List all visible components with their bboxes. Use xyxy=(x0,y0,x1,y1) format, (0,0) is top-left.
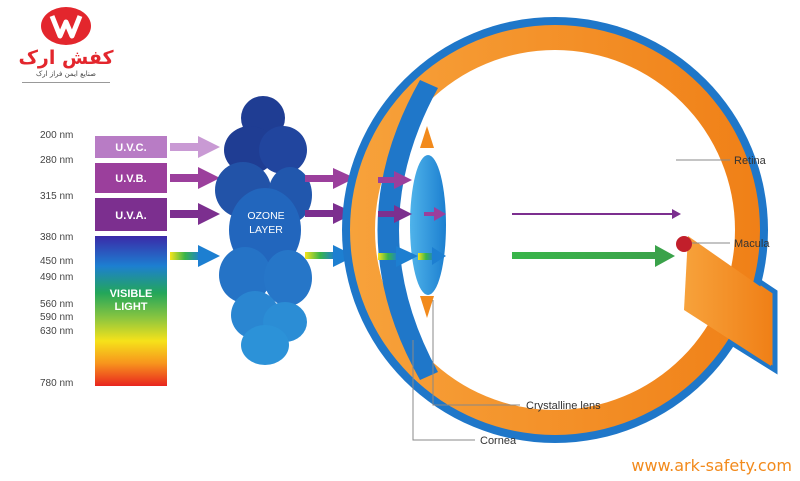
uva-ray-retina xyxy=(512,209,681,219)
cornea-label: Cornea xyxy=(480,435,517,447)
wavelength-label: 280 nm xyxy=(40,155,73,166)
wavelength-label: 490 nm xyxy=(40,272,73,283)
wavelength-label: 630 nm xyxy=(40,326,73,337)
brand-logo: کفش ارک صنایع ایمن فراز ارک xyxy=(10,6,122,86)
wavelength-label: 200 nm xyxy=(40,130,73,141)
macula-label: Macula xyxy=(734,238,770,250)
iris-arrow-up xyxy=(420,126,434,148)
uva-ray-cornea xyxy=(378,205,412,223)
uvb-ray-cornea xyxy=(378,171,412,189)
wavelength-label: 590 nm xyxy=(40,312,73,323)
uva-band-label: U.V.A. xyxy=(115,210,146,222)
wavelength-label: 560 nm xyxy=(40,299,73,310)
wavelength-label: 780 nm xyxy=(40,378,73,389)
wavelength-label: 315 nm xyxy=(40,191,73,202)
visible-ray-lens xyxy=(418,247,446,265)
brand-name: کفش ارک xyxy=(18,47,114,69)
brand-tagline: صنایع ایمن فراز ارک xyxy=(36,70,96,78)
uvb-band-label: U.V.B. xyxy=(115,173,146,185)
wavelength-label: 450 nm xyxy=(40,256,73,267)
wavelength-label: 380 nm xyxy=(40,232,73,243)
vitreous-body xyxy=(375,50,735,410)
ozone-label-line1: OZONE xyxy=(247,210,284,222)
visible-ray-cornea xyxy=(378,246,418,267)
visible-label-line1: VISIBLE xyxy=(110,288,153,300)
ozone-layer-cloud xyxy=(215,96,312,365)
cornea-leader-line xyxy=(412,340,475,441)
uva-arrow xyxy=(170,203,220,225)
iris-arrow-down xyxy=(420,296,434,318)
visible-arrow xyxy=(170,245,220,267)
logo-mark-icon xyxy=(41,7,91,45)
ozone-label-line2: LAYER xyxy=(249,224,283,236)
crystalline-lens xyxy=(410,155,446,295)
visible-light-band xyxy=(95,236,167,386)
visible-ray-macula xyxy=(512,245,675,267)
uvc-band-label: U.V.C. xyxy=(115,142,146,154)
uvc-arrow xyxy=(170,136,220,158)
crystalline-lens-label: Crystalline lens xyxy=(526,400,601,412)
logo-divider xyxy=(22,82,110,83)
visible-label-line2: LIGHT xyxy=(115,301,148,313)
retina-label: Retina xyxy=(734,155,767,167)
uvc-band xyxy=(95,136,167,158)
uva-band xyxy=(95,198,167,231)
uvb-band xyxy=(95,163,167,193)
eye-cross-section xyxy=(342,17,778,443)
website-url[interactable]: www.ark-safety.com xyxy=(631,456,792,475)
uvb-pass-arrow xyxy=(305,168,355,189)
macula-spot xyxy=(676,236,692,252)
lens-leader-line xyxy=(432,300,520,406)
uva-ray-lens xyxy=(424,207,446,221)
cornea xyxy=(377,80,438,380)
uvb-arrow xyxy=(170,167,220,189)
